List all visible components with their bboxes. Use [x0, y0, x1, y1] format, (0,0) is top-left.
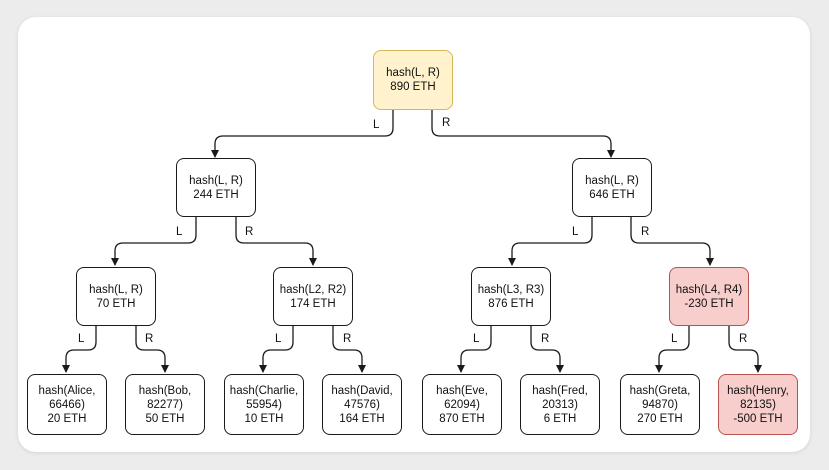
node-balance: 244 ETH: [193, 188, 239, 201]
inner-node: hash(L, R) 70 ETH: [76, 267, 156, 326]
edge-label-right: R: [145, 333, 154, 345]
node-balance: -230 ETH: [684, 297, 734, 310]
edge-label-left: L: [671, 333, 678, 345]
leaf-balance: 10 ETH: [244, 412, 284, 425]
edge-l1a-right: [235, 217, 317, 266]
leaf-nonce: 66466): [49, 398, 85, 411]
edge-label-left: L: [373, 119, 380, 131]
node-balance: 70 ETH: [96, 297, 136, 310]
leaf-node-invalid: hash(Henry, 82135) -500 ETH: [718, 374, 798, 435]
inner-node: hash(L3, R3) 876 ETH: [471, 267, 551, 326]
node-hash: hash(L, R): [89, 283, 143, 296]
leaf-balance: 164 ETH: [339, 412, 385, 425]
edge-label-right: R: [641, 226, 650, 238]
node-balance: 646 ETH: [589, 188, 635, 201]
leaf-node: hash(Fred, 20313) 6 ETH: [520, 374, 600, 435]
node-hash: hash(L, R): [386, 67, 440, 79]
leaf-nonce: 55954): [246, 398, 282, 411]
inner-node-invalid: hash(L4, R4) -230 ETH: [669, 267, 749, 326]
inner-node: hash(L, R) 244 ETH: [176, 158, 256, 217]
edge-root-right: [431, 110, 615, 158]
inner-node: hash(L, R) 646 ETH: [572, 158, 652, 217]
leaf-name: hash(Charlie,: [229, 384, 299, 397]
edge-l2a-right: [135, 326, 169, 373]
leaf-balance: -500 ETH: [733, 412, 783, 425]
edge-l2a-left: [62, 326, 97, 373]
leaf-name: hash(Fred,: [532, 384, 588, 397]
edge-l2d-right: [728, 326, 762, 373]
leaf-balance: 6 ETH: [543, 412, 577, 425]
edge-l2c-left: [457, 326, 492, 373]
leaf-node: hash(Eve, 62094) 870 ETH: [422, 374, 502, 435]
leaf-name: hash(Greta,: [629, 384, 691, 397]
leaf-balance: 270 ETH: [637, 412, 683, 425]
edge-label-left: L: [275, 333, 282, 345]
node-balance: 876 ETH: [488, 297, 534, 310]
edge-l1b-left: [508, 217, 593, 266]
inner-node: hash(L2, R2) 174 ETH: [273, 267, 353, 326]
node-balance: 890 ETH: [390, 81, 436, 93]
leaf-nonce: 94870): [642, 398, 678, 411]
node-hash: hash(L3, R3): [477, 283, 545, 296]
edge-label-right: R: [343, 333, 352, 345]
edge-l2c-right: [530, 326, 564, 373]
leaf-node: hash(David, 47576) 164 ETH: [322, 374, 402, 435]
leaf-name: hash(David,: [331, 384, 393, 397]
edge-l2b-left: [259, 326, 294, 373]
edge-l2d-left: [655, 326, 690, 373]
leaf-node: hash(Bob, 82277) 50 ETH: [125, 374, 205, 435]
edge-label-left: L: [78, 333, 85, 345]
edge-label-left: L: [176, 226, 183, 238]
leaf-node: hash(Alice, 66466) 20 ETH: [27, 374, 107, 435]
leaf-nonce: 20313): [542, 398, 578, 411]
leaf-nonce: 82277): [147, 398, 183, 411]
leaf-name: hash(Eve,: [436, 384, 488, 397]
edge-label-left: L: [473, 333, 480, 345]
edge-label-right: R: [739, 333, 748, 345]
leaf-nonce: 47576): [344, 398, 380, 411]
node-hash: hash(L2, R2): [279, 283, 347, 296]
node-hash: hash(L, R): [585, 174, 639, 187]
edge-l1a-left: [111, 217, 197, 266]
leaf-nonce: 62094): [444, 398, 480, 411]
edge-l2b-right: [332, 326, 366, 373]
leaf-balance: 50 ETH: [145, 412, 185, 425]
edge-label-right: R: [442, 117, 451, 129]
edge-l1b-right: [630, 217, 714, 266]
leaf-balance: 20 ETH: [47, 412, 87, 425]
node-hash: hash(L, R): [189, 174, 243, 187]
leaf-node: hash(Charlie, 55954) 10 ETH: [224, 374, 304, 435]
node-hash: hash(L4, R4): [675, 283, 743, 296]
leaf-name: hash(Alice,: [38, 384, 96, 397]
node-balance: 174 ETH: [290, 297, 336, 310]
leaf-node: hash(Greta, 94870) 270 ETH: [620, 374, 700, 435]
leaf-name: hash(Henry,: [727, 384, 789, 397]
edge-root-left: [211, 110, 394, 158]
leaf-nonce: 82135): [740, 398, 776, 411]
edge-label-right: R: [541, 333, 550, 345]
edge-label-right: R: [245, 226, 254, 238]
root-node: hash(L, R) 890 ETH: [373, 50, 453, 110]
leaf-name: hash(Bob,: [138, 384, 192, 397]
edge-label-left: L: [572, 226, 579, 238]
leaf-balance: 870 ETH: [439, 412, 485, 425]
